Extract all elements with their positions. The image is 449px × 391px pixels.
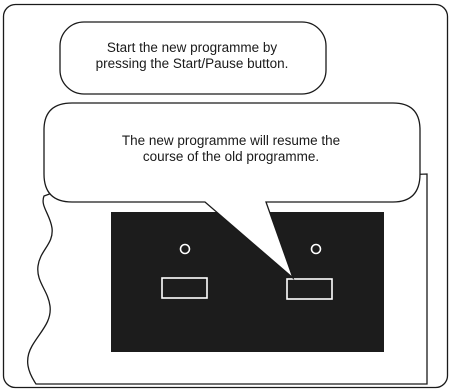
callout-2-text: The new programme will resume the course… [48,133,414,165]
indicator-light-icon [179,243,191,255]
start-pause-button-outline-icon[interactable] [286,278,333,300]
callout-2-line-1: The new programme will resume the [121,133,341,148]
indicator-light-icon [310,243,322,255]
callout-1-text: Start the new programme by pressing the … [64,40,320,72]
callout-1-line-1: Start the new programme by [106,40,278,55]
callout-bubble-1 [59,21,327,95]
callout-2-line-2: course of the old programme. [142,149,320,164]
callout-bubble-2 [43,102,421,281]
callout-1-line-2: pressing the Start/Pause button. [95,56,289,71]
program-button-outline-icon[interactable] [161,277,208,299]
